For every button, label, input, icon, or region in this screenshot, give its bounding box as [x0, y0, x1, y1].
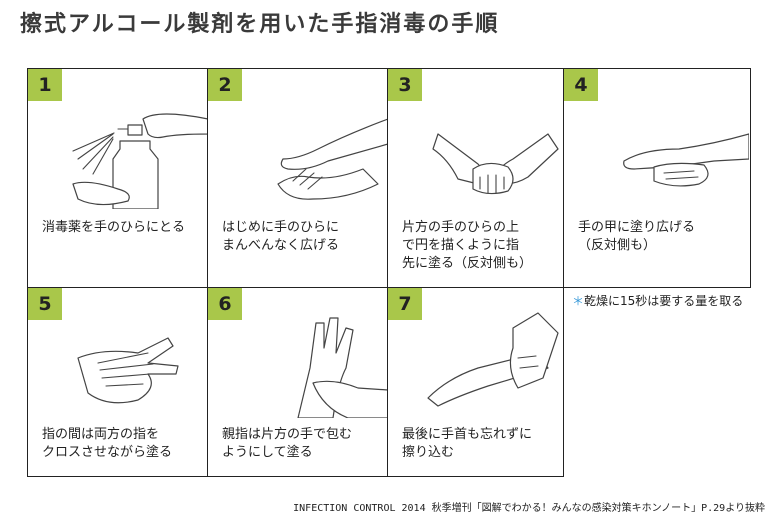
step-number: 4 — [564, 69, 598, 101]
step-4-panel: 4 手の甲に塗り広げる （反対側も） — [563, 68, 751, 288]
step-number: 2 — [208, 69, 242, 101]
step-number: 7 — [388, 288, 422, 320]
source-citation: INFECTION CONTROL 2014 秋季増刊「図解でわかる！みんなの感… — [293, 503, 765, 514]
asterisk-icon: ＊ — [572, 294, 585, 308]
fingertips-circle-icon — [418, 89, 559, 199]
step-number: 3 — [388, 69, 422, 101]
step-caption: 親指は片方の手で包む ようにして塗る — [222, 427, 353, 460]
step-7-panel: 7 最後に手首も忘れずに 擦り込む — [387, 287, 564, 477]
step-2-panel: 2 はじめに手のひらに まんべんなく広げる — [207, 68, 389, 288]
palms-rubbing-icon — [238, 89, 389, 200]
step-caption: はじめに手のひらに まんべんなく広げる — [222, 220, 340, 253]
step-5-panel: 5 指の間は両方の指を クロスさせながら塗る — [27, 287, 208, 477]
pump-dispenser-hand-icon — [58, 89, 209, 210]
step-caption: 最後に手首も忘れずに 擦り込む — [402, 427, 533, 460]
thumb-wrap-icon — [238, 308, 389, 419]
step-3-panel: 3 片方の手のひらの上 で円を描くように指 先に塗る（反対側も） — [387, 68, 564, 288]
dose-note: ＊乾燥に15秒は要する量を取る — [572, 292, 743, 309]
step-number: 6 — [208, 288, 242, 320]
step-caption: 手の甲に塗り広げる （反対側も） — [578, 220, 696, 253]
step-caption: 指の間は両方の指を クロスさせながら塗る — [42, 427, 173, 460]
wrist-rub-icon — [418, 308, 559, 418]
step-caption: 消毒薬を手のひらにとる — [42, 220, 186, 235]
page-title: 擦式アルコール製剤を用いた手指消毒の手順 — [20, 12, 500, 37]
fingers-crossed-icon — [58, 308, 179, 418]
step-number: 1 — [28, 69, 62, 101]
step-1-panel: 1 消毒薬を手のひらにとる — [27, 68, 209, 288]
back-of-hand-icon — [594, 89, 750, 199]
note-text: 乾燥に15秒は要する量を取る — [584, 294, 744, 308]
step-6-panel: 6 親指は片方の手で包む ようにして塗る — [207, 287, 389, 477]
step-number: 5 — [28, 288, 62, 320]
step-caption: 片方の手のひらの上 で円を描くように指 先に塗る（反対側も） — [402, 220, 533, 271]
